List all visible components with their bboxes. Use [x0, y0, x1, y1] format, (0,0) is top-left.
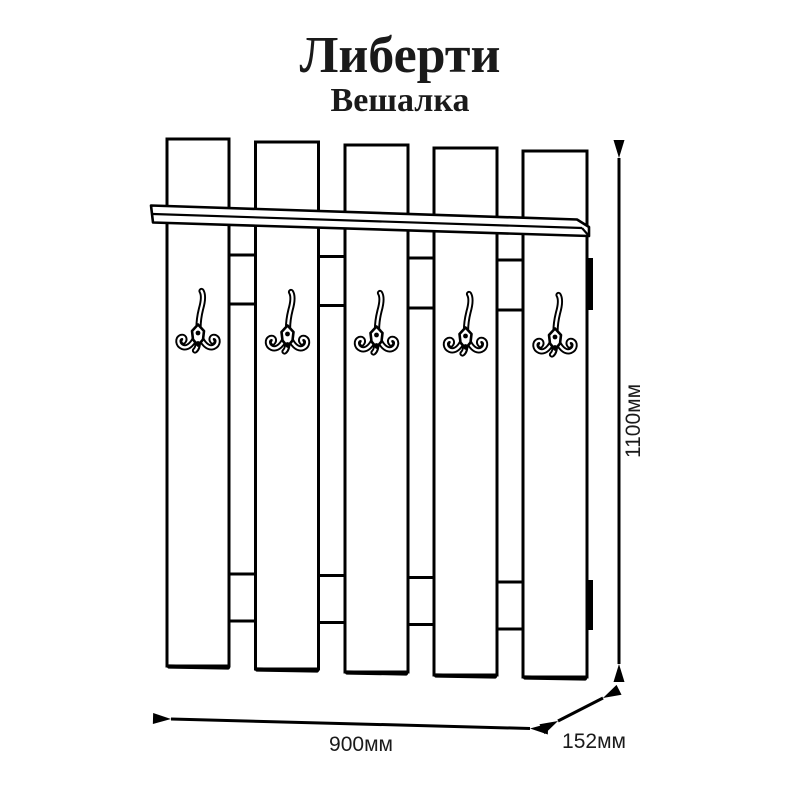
depth-dimension-label: 152мм [562, 730, 626, 753]
shelf [149, 204, 591, 238]
product-title: Либерти [299, 27, 501, 84]
slat-bottom-edge [433, 673, 498, 679]
width-dimension-arrow [152, 713, 549, 735]
shelf-end-bevel [581, 227, 590, 237]
rail-end-mark-top [585, 258, 593, 310]
height-dimension: 1100мм [613, 140, 645, 682]
slat-board-4 [432, 146, 499, 677]
rail-end-mark-bottom [585, 580, 593, 630]
slat-board-5 [521, 149, 589, 679]
height-dimension-label: 1100мм [622, 384, 645, 458]
depth-dimension-arrow [539, 684, 622, 735]
depth-dimension: 152мм [539, 684, 626, 753]
slat-bottom-edge [344, 670, 409, 676]
slat-bottom-edge [166, 664, 231, 670]
shelf-front-edge [152, 212, 583, 230]
slat-bottom-edge [254, 667, 320, 673]
width-dimension-label: 900мм [329, 733, 393, 756]
width-dimension: 900мм [152, 713, 549, 756]
slat-bottom-edge [522, 675, 588, 681]
product-subtitle: Вешалка [330, 82, 470, 119]
slat-board-2 [254, 140, 320, 671]
slat-boards [165, 137, 589, 681]
